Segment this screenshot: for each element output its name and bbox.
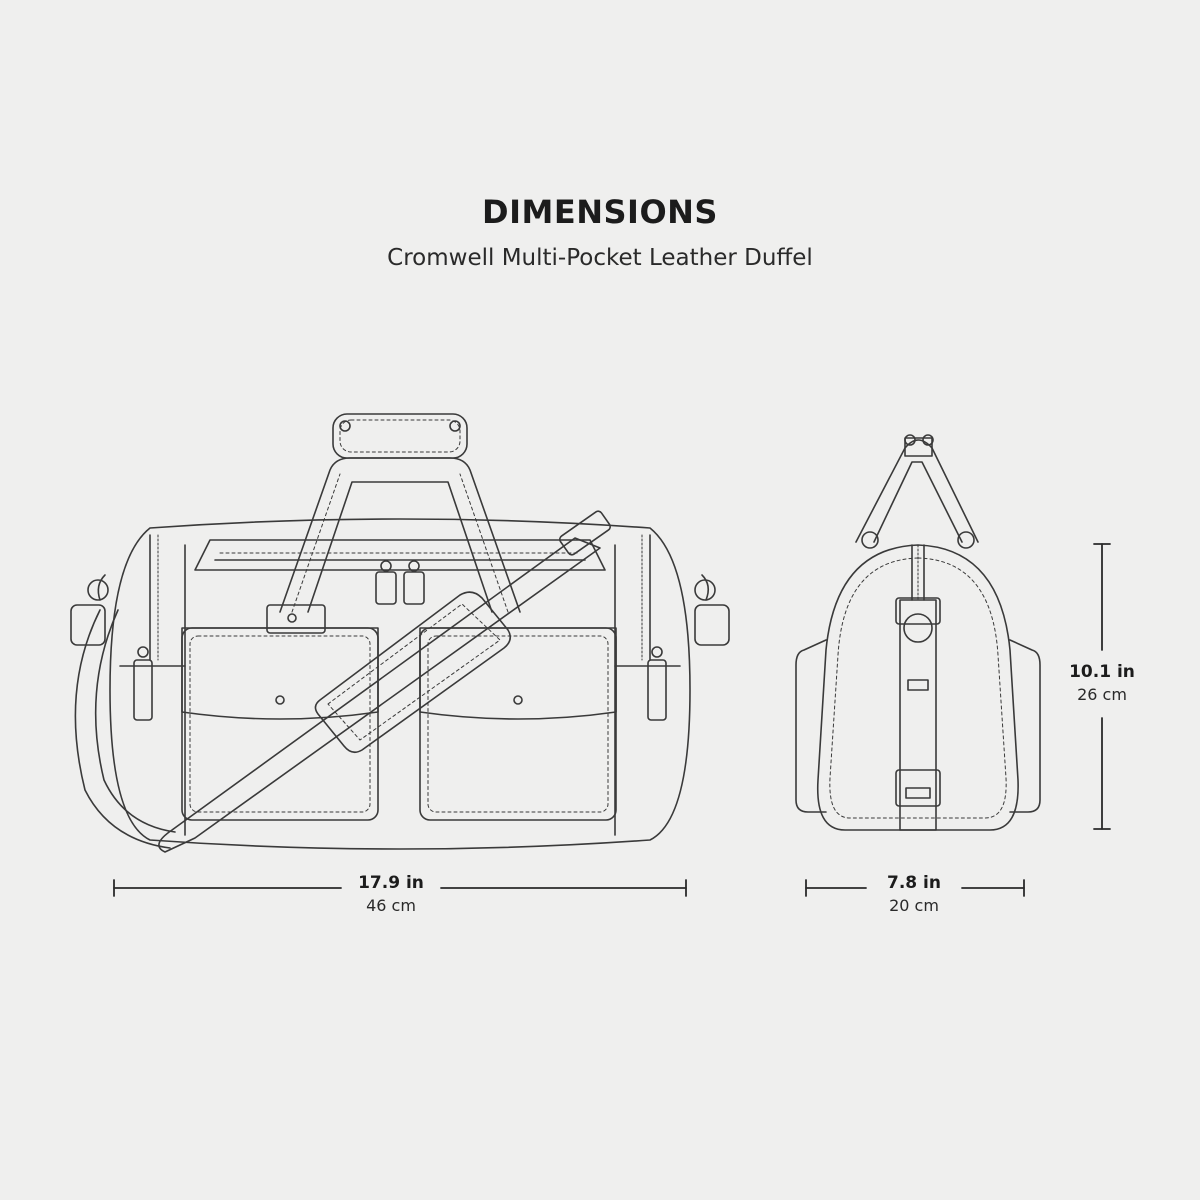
front-body-outline	[109, 518, 691, 850]
depth-metric: 20 cm	[889, 896, 939, 915]
width-label: 17.9 in 46 cm	[341, 872, 441, 918]
depth-label: 7.8 in 20 cm	[864, 872, 964, 918]
width-metric: 46 cm	[366, 896, 416, 915]
front-pocket-right	[419, 627, 617, 821]
front-pocket-left	[181, 627, 379, 821]
front-view-bag	[70, 413, 730, 853]
height-label: 10.1 in 26 cm	[1052, 661, 1152, 707]
shoulder-strap	[74, 510, 612, 853]
height-dimension-line	[1093, 543, 1111, 830]
width-dimension-line	[113, 879, 687, 897]
side-view-bag	[795, 434, 1041, 831]
front-handles	[279, 413, 521, 613]
width-imperial: 17.9 in	[358, 873, 424, 893]
height-metric: 26 cm	[1052, 683, 1152, 707]
height-imperial: 10.1 in	[1052, 661, 1152, 683]
depth-dimension-line	[805, 879, 1025, 897]
page-title: DIMENSIONS	[482, 193, 718, 231]
depth-imperial: 7.8 in	[887, 873, 941, 893]
product-name: Cromwell Multi-Pocket Leather Duffel	[387, 245, 813, 271]
